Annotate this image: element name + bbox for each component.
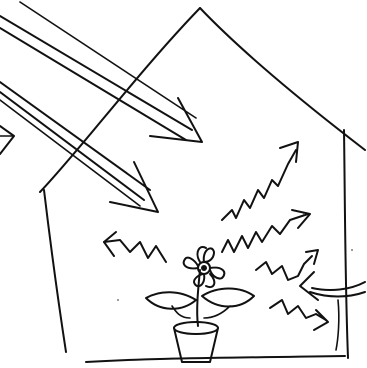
greenhouse-wall-left bbox=[44, 190, 66, 352]
flower-stem bbox=[197, 270, 200, 326]
pencil-specks bbox=[117, 213, 353, 301]
flower-pot bbox=[174, 322, 218, 362]
greenhouse-roof-right bbox=[200, 8, 365, 150]
escape-arrow bbox=[300, 272, 365, 300]
heat-arrow-lower bbox=[256, 250, 318, 280]
heat-arrow-bottom bbox=[270, 300, 328, 330]
greenhouse-wall-right bbox=[344, 130, 348, 358]
greenhouse-outline bbox=[40, 8, 365, 362]
heat-arrow-left bbox=[104, 232, 166, 262]
sunlight-arrow-left bbox=[0, 126, 14, 154]
potted-flower bbox=[146, 247, 254, 362]
heat-arrow-left-head bbox=[104, 232, 116, 256]
sunlight-arrow-middle-head bbox=[110, 162, 158, 212]
sunlight-arrows bbox=[0, 2, 202, 212]
greenhouse-floor bbox=[86, 356, 345, 362]
heat-arrow-upper bbox=[222, 142, 298, 220]
greenhouse-inner-stroke bbox=[336, 300, 339, 350]
heat-arrow-bottom-head bbox=[314, 310, 328, 330]
flower-head bbox=[184, 247, 225, 287]
escape-arrow-head bbox=[300, 272, 318, 300]
flower-leaves bbox=[146, 289, 254, 319]
